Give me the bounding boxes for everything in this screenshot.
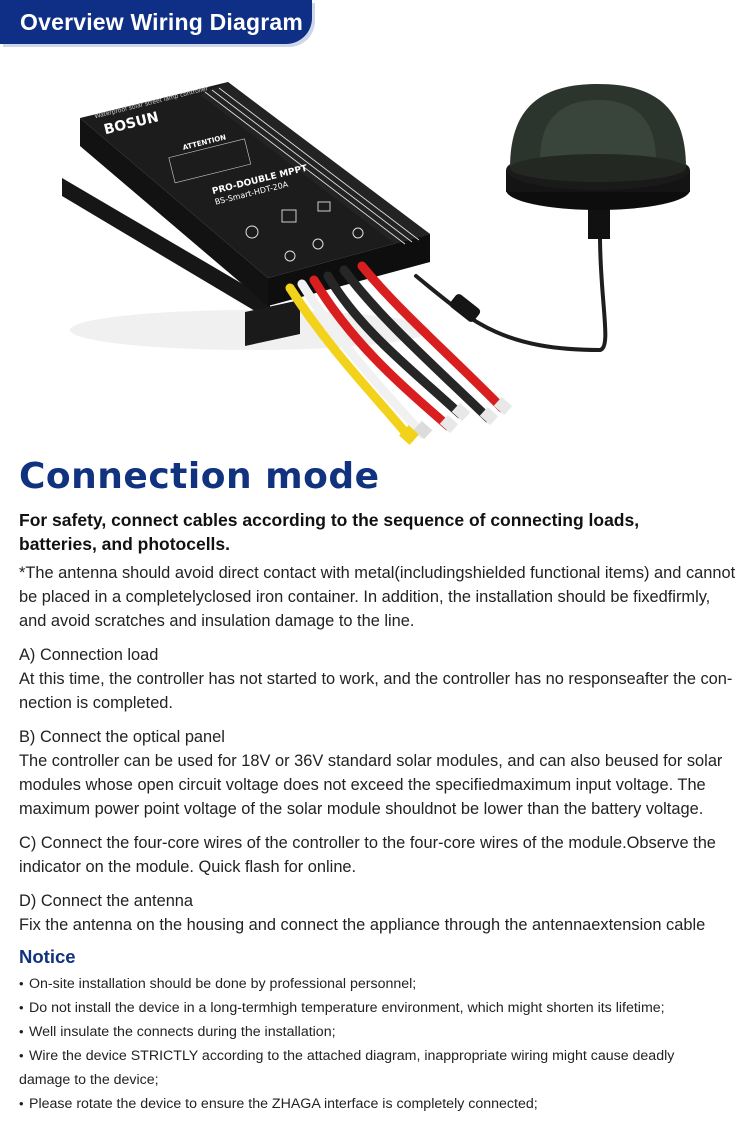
safety-instruction-line-1: For safety, connect cables according to … [19,510,640,530]
controller-port-icons [245,201,364,262]
notice-item: • Wire the device STRICTLY according to t… [19,1048,739,1064]
notice-item-text: Do not install the device in a long-term… [29,1000,665,1016]
step-b-line-1: The controller can be used for 18V or 36… [19,752,723,770]
notice-heading: Notice [19,946,76,967]
notice-item-continuation: damage to the device; [19,1072,159,1088]
step-c-line-2: indicator on the module. Quick flash for… [19,858,357,876]
connection-mode-heading: Connection mode [19,456,380,497]
notice-item-text: Please rotate the device to ensure the Z… [29,1096,538,1112]
bullet-icon: • [19,1024,24,1039]
antenna-photocell [506,84,690,239]
wire-tips [399,396,513,445]
bullet-icon: • [19,976,24,991]
notice-item: • Do not install the device in a long-ter… [19,1000,739,1016]
safety-instruction-line-2: batteries, and photocells. [19,534,231,554]
header-banner: Overview Wiring Diagram [0,0,312,44]
notice-item-text: Well insulate the connects during the in… [29,1024,336,1040]
step-c-line-1: C) Connect the four-core wires of the co… [19,834,716,852]
wire-bundle [285,234,608,443]
step-a-title: A) Connection load [19,646,159,664]
bullet-icon: • [19,1096,24,1111]
antenna-note-line-1: *The antenna should avoid direct contact… [19,564,736,582]
header-title: Overview Wiring Diagram [20,9,304,35]
antenna-note-line-2: be placed in a completelyclosed iron con… [19,588,711,606]
wire-connector [449,294,481,322]
notice-item-text: Wire the device STRICTLY according to th… [29,1048,675,1064]
step-d-line-1: Fix the antenna on the housing and conne… [19,916,706,934]
notice-item: • Well insulate the connects during the i… [19,1024,739,1040]
bullet-icon: • [19,1048,24,1063]
step-b-line-3: maximum power point voltage of the solar… [19,800,704,818]
step-b-title: B) Connect the optical panel [19,728,225,746]
step-d-title: D) Connect the antenna [19,892,194,910]
notice-item: • On-site installation should be done by … [19,976,739,992]
notice-item-text: On-site installation should be done by p… [29,976,417,992]
antenna-note-line-3: and avoid scratches and insulation damag… [19,612,415,630]
product-illustration: Waterproof solar street lamp controller … [62,82,690,445]
step-a-line-1: At this time, the controller has not sta… [19,670,733,688]
bullet-icon: • [19,1000,24,1015]
notice-item: • Please rotate the device to ensure the … [19,1096,739,1112]
step-a-line-2: nection is completed. [19,694,173,712]
step-b-line-2: modules whose open circuit voltage does … [19,776,706,794]
